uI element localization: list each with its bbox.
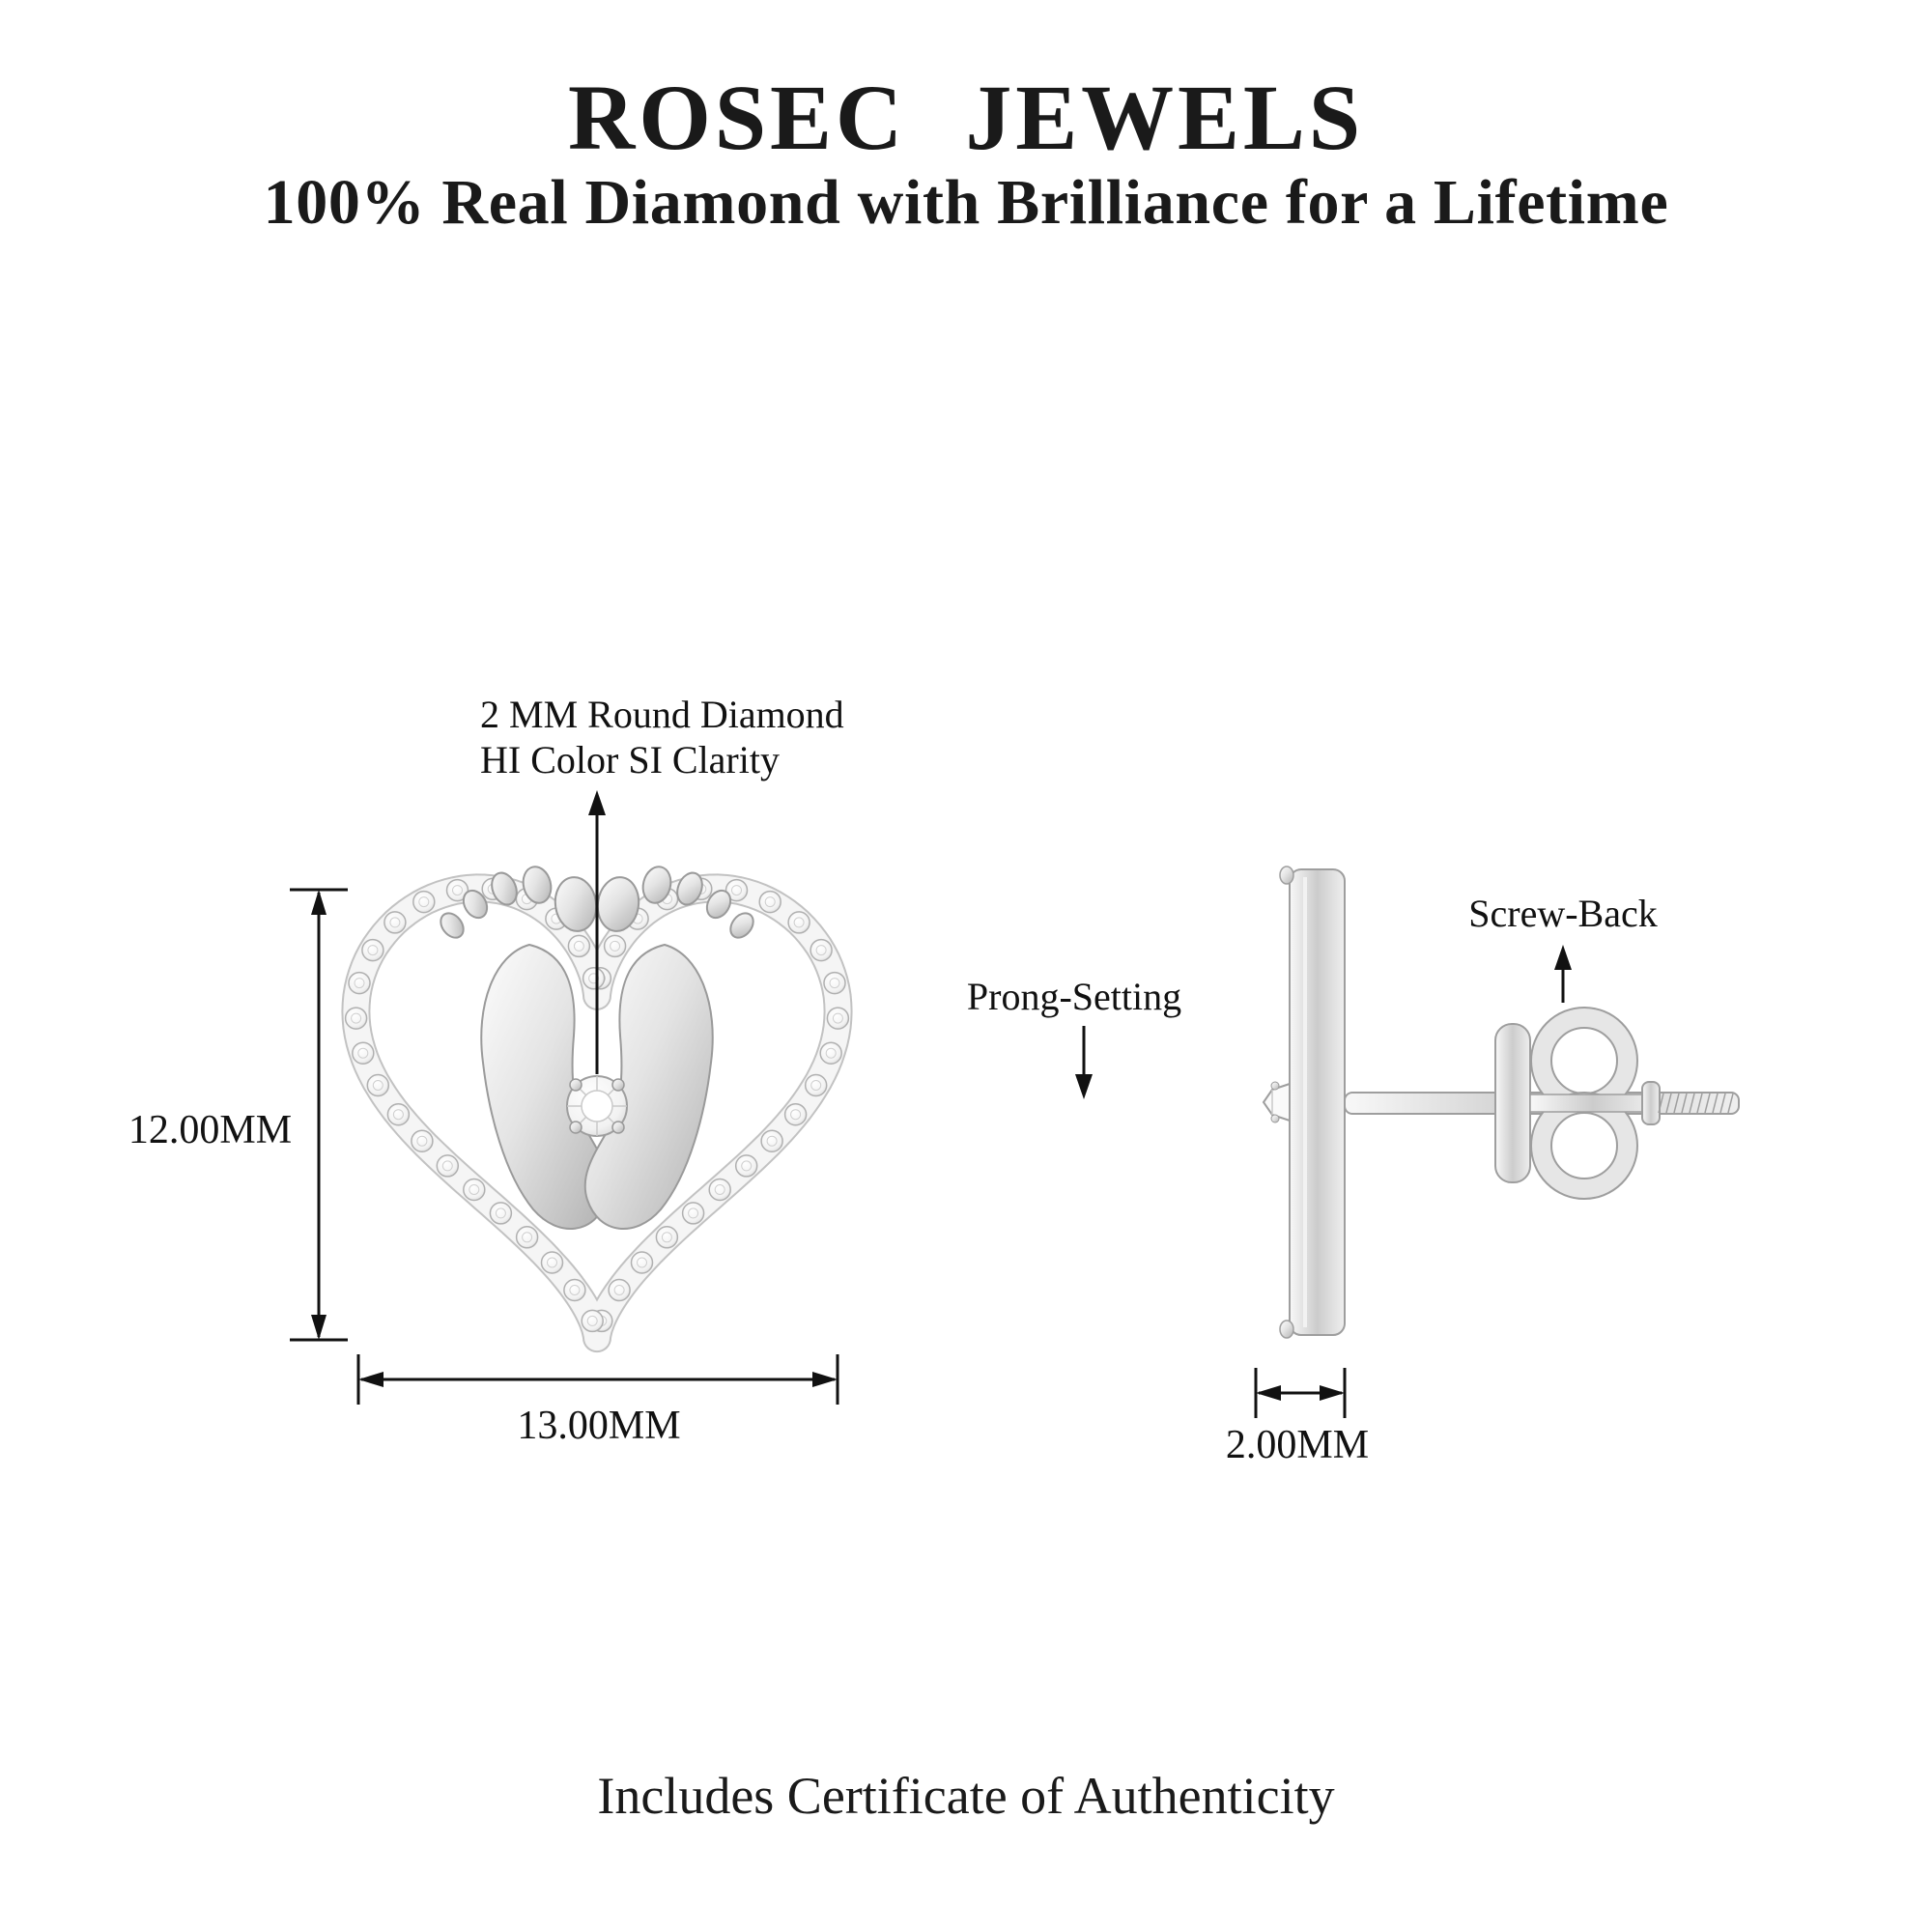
pave-bump-bottom bbox=[1279, 1320, 1294, 1339]
left-toe-2 bbox=[522, 866, 553, 904]
stone-annotation-leader bbox=[588, 790, 606, 1074]
prong-setting-leader bbox=[1075, 1026, 1093, 1099]
height-dimension-line bbox=[290, 888, 348, 1342]
stone-annotation: 2 MM Round Diamond HI Color SI Clarity bbox=[480, 692, 924, 782]
certificate-note: Includes Certificate of Authenticity bbox=[597, 1767, 1335, 1825]
front-view-earring bbox=[341, 866, 853, 1353]
screw-back-clasp bbox=[1494, 1007, 1661, 1200]
right-toe-3 bbox=[676, 871, 703, 906]
thickness-dimension-line bbox=[1254, 1368, 1347, 1418]
right-foot-sole bbox=[583, 943, 714, 1231]
width-dimension-label: 13.00MM bbox=[517, 1404, 681, 1448]
brand-title: ROSEC JEWELS bbox=[568, 66, 1364, 169]
earring-disc-profile bbox=[1289, 868, 1346, 1336]
left-toe-4 bbox=[462, 889, 489, 920]
dimension-lines bbox=[290, 790, 1572, 1418]
pave-bump-top bbox=[1279, 866, 1294, 885]
threaded-post-section bbox=[1658, 1093, 1734, 1114]
left-toe-5 bbox=[440, 912, 465, 939]
stone-annotation-line1: 2 MM Round Diamond bbox=[480, 693, 844, 736]
width-dimension-line bbox=[356, 1354, 839, 1405]
right-toe-2 bbox=[641, 866, 672, 904]
baby-feet-motif bbox=[440, 866, 754, 1231]
right-toe-4 bbox=[705, 889, 732, 920]
heart-outline-inner bbox=[343, 875, 851, 1351]
side-view-earring bbox=[1262, 866, 1740, 1339]
center-diamond bbox=[566, 1075, 628, 1137]
stone-annotation-line2: HI Color SI Clarity bbox=[480, 738, 780, 782]
left-toe-3 bbox=[491, 871, 518, 906]
thickness-dimension-label: 2.00MM bbox=[1225, 1423, 1370, 1467]
prong-setting-label: Prong-Setting bbox=[966, 975, 1182, 1018]
screw-back-label: Screw-Back bbox=[1468, 892, 1658, 935]
right-toe-5 bbox=[729, 912, 754, 939]
screw-back-leader bbox=[1554, 945, 1572, 1003]
tagline: 100% Real Diamond with Brilliance for a … bbox=[263, 167, 1669, 238]
side-view-center-stone bbox=[1262, 1081, 1291, 1123]
height-dimension-label: 12.00MM bbox=[128, 1108, 293, 1152]
prongs bbox=[569, 1078, 625, 1134]
